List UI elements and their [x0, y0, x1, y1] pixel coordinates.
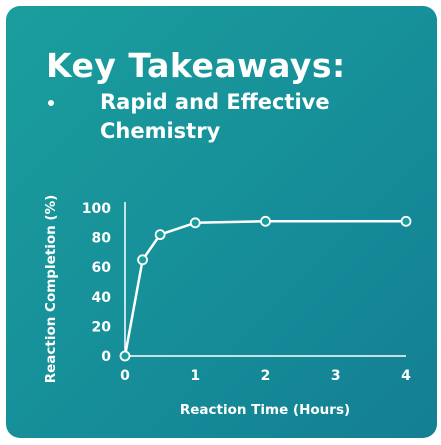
x-tick-label: 4: [401, 368, 411, 384]
x-tick-label: 0: [120, 368, 130, 384]
bullet-text: Rapid and Effective Chemistry: [100, 90, 330, 143]
data-point: [260, 215, 271, 227]
y-tick-label: 20: [92, 319, 112, 335]
slide-card: Key Takeaways: Rapid and Effective Chemi…: [6, 6, 437, 438]
data-point: [137, 254, 148, 266]
x-axis-label: Reaction Time (Hours): [180, 402, 350, 418]
x-tick-label: 2: [261, 368, 271, 384]
y-tick-label: 80: [92, 231, 112, 247]
series-line: [123, 220, 406, 357]
y-tick-label: 100: [82, 201, 111, 217]
chart-axes: [124, 202, 406, 357]
data-point: [189, 217, 201, 229]
data-point: [400, 215, 412, 227]
chart-series: [119, 215, 412, 362]
x-tick-label: 3: [331, 368, 341, 384]
data-point: [154, 229, 166, 241]
y-axis-label: Reaction Completion (%): [43, 195, 59, 384]
y-tick-label: 60: [92, 260, 112, 276]
chart-tick-labels: 0 20 40 60 80 100 0 1 2 3 4: [82, 201, 411, 384]
y-tick-label: 0: [101, 349, 111, 365]
x-tick-label: 1: [190, 368, 200, 384]
bullet-dot-icon: [48, 100, 54, 106]
y-tick-label: 40: [92, 290, 112, 306]
data-point: [119, 350, 131, 362]
slide-title: Key Takeaways:: [46, 46, 346, 85]
